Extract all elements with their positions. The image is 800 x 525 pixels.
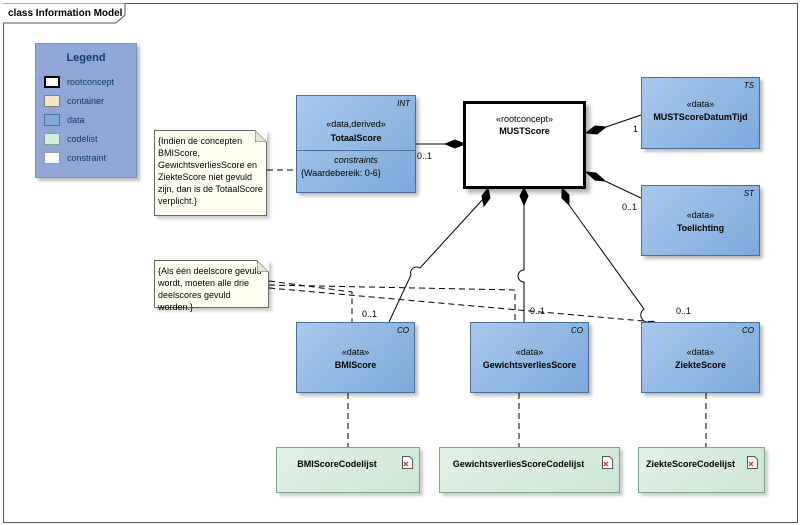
class-gewichtsverliesscore[interactable]: CO «data» GewichtsverliesScore — [470, 322, 589, 393]
stereotype: «rootconcept» — [495, 114, 554, 124]
note-fold-icon — [257, 260, 269, 272]
class-name: ZiekteScore — [674, 360, 727, 370]
diamond-datumtijd — [584, 125, 608, 135]
frame-tab — [3, 3, 126, 24]
class-name: BMIScore — [334, 360, 377, 370]
stereotype: «data» — [686, 347, 715, 357]
note-totaalscore-constraint[interactable]: {Indien de concepten BMIScore, Gewichtsv… — [154, 130, 267, 216]
codelist-name: BMIScoreCodelijst — [297, 459, 377, 469]
note-line: ZiekteScore niet gevuld — [158, 172, 253, 182]
multiplicity-ziekte: 0..1 — [676, 306, 692, 316]
legend-title: Legend — [66, 52, 106, 64]
type-tag: ST — [743, 189, 754, 198]
note-line: verplicht.} — [158, 196, 198, 206]
legend-swatch — [44, 76, 60, 88]
codelist-icon — [402, 456, 413, 469]
legend-swatch — [44, 133, 60, 145]
note-fold-icon — [255, 130, 267, 142]
multiplicity-bmi: 0..1 — [362, 309, 378, 319]
stereotype: «data» — [686, 99, 715, 109]
multiplicity-toelichting: 0..1 — [622, 202, 638, 212]
note-line: {Indien de concepten — [158, 136, 243, 146]
class-bmiscore[interactable]: CO «data» BMIScore — [296, 322, 415, 393]
note-link-gewicht — [268, 284, 516, 322]
codelist-ziektescorecodelijst[interactable]: ZiekteScoreCodelijst — [638, 447, 765, 493]
constraints-label: constraints — [334, 155, 378, 165]
diamond-totaal — [443, 139, 467, 149]
type-tag: CO — [742, 326, 754, 335]
note-line: zijn, dan is de TotaalScore — [158, 184, 263, 194]
note-line: wordt, moeten alle drie — [158, 278, 250, 288]
class-name: TotaalScore — [330, 133, 382, 143]
note-line: GewichtsverliesScore en — [158, 160, 258, 170]
class-ziektescore[interactable]: CO «data» ZiekteScore — [641, 322, 760, 393]
class-name: MUSTScoreDatumTijd — [653, 112, 748, 122]
multiplicity-gewicht: 0..1 — [530, 306, 546, 316]
legend-swatch — [44, 95, 60, 107]
legend-swatch — [44, 114, 60, 126]
class-toelichting[interactable]: ST «data» Toelichting — [641, 185, 760, 256]
class-name: MUSTScore — [499, 126, 550, 136]
class-name: GewichtsverliesScore — [482, 360, 577, 370]
note-deelscore-constraint[interactable]: {Als één deelscore gevuld wordt, moeten … — [154, 260, 269, 312]
codelist-icon — [747, 456, 758, 469]
constraint-value: {Waardebereik: 0-6} — [301, 168, 381, 178]
assoc-gewicht — [517, 205, 525, 322]
note-link-bmi — [268, 280, 353, 322]
compartment-divider — [297, 150, 415, 151]
codelist-name: ZiekteScoreCodelijst — [645, 459, 736, 469]
diamond-ziekte — [561, 186, 570, 207]
note-link-ziekte — [268, 287, 656, 323]
frame-title: class Information Model — [8, 8, 123, 19]
stereotype: «data,derived» — [326, 119, 386, 129]
codelist-gewichtsverliesscorecodelijst[interactable]: GewichtsverliesScoreCodelijst — [439, 447, 620, 493]
diamond-gewicht — [519, 186, 529, 207]
stereotype: «data» — [515, 347, 544, 357]
type-tag: TS — [743, 81, 754, 90]
codelist-name: GewichtsverliesScoreCodelijst — [452, 459, 585, 469]
diamond-bmi — [481, 186, 491, 208]
multiplicity-datumtijd: 1 — [633, 124, 639, 134]
legend: Legend rootconcept container data codeli… — [35, 43, 137, 178]
class-totaalscore[interactable]: INT «data,derived» TotaalScore constrain… — [296, 95, 416, 193]
note-line: deelscores gevuld worden.} — [158, 290, 231, 312]
stereotype: «data» — [686, 210, 715, 220]
legend-swatch — [44, 152, 60, 164]
assoc-datumtijd — [605, 114, 642, 128]
type-tag: CO — [571, 326, 583, 335]
stereotype: «data» — [341, 347, 370, 357]
assoc-bmi — [388, 197, 485, 323]
codelist-bmiscorecodelijst[interactable]: BMIScoreCodelijst — [276, 447, 420, 493]
class-mustscoredatumtijd[interactable]: TS «data» MUSTScoreDatumTijd — [641, 77, 760, 149]
note-line: BMIScore, — [158, 148, 201, 158]
class-mustscore[interactable]: «rootconcept» MUSTScore — [463, 101, 586, 189]
note-line: {Als één deelscore gevuld — [158, 266, 262, 276]
class-name: Toelichting — [676, 223, 725, 233]
assoc-toelichting — [604, 180, 642, 199]
type-tag: CO — [397, 326, 409, 335]
type-tag: INT — [397, 99, 410, 108]
codelist-icon — [602, 456, 613, 469]
multiplicity-totaal: 0..1 — [417, 151, 433, 161]
diamond-toelichting — [584, 171, 607, 182]
